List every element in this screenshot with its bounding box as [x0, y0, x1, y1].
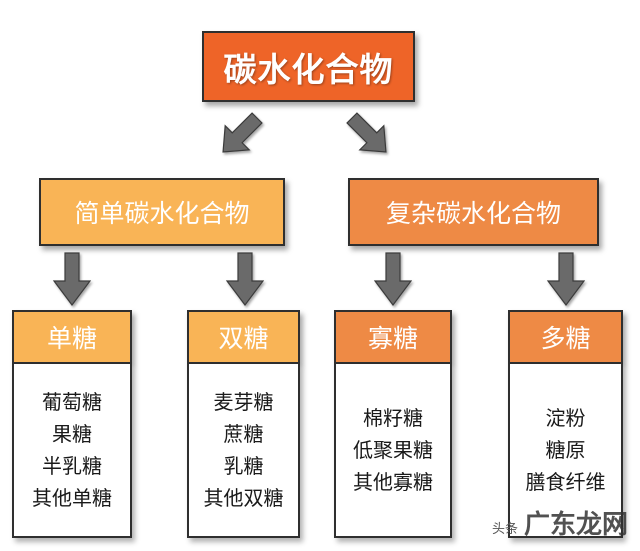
category-simple-carbohydrates: 简单碳水化合物 — [39, 178, 285, 246]
category-label: 复杂碳水化合物 — [385, 199, 561, 228]
group-header-polysaccharides: 多糖 — [508, 310, 623, 364]
arrow-down-left-icon — [222, 112, 263, 153]
list-item: 乳糖 — [223, 454, 264, 478]
list-item: 麦芽糖 — [213, 390, 274, 414]
arrow-down-right-icon — [346, 112, 387, 153]
root-node: 碳水化合物 — [202, 31, 415, 102]
group-list-polysaccharides: 淀粉 糖原 膳食纤维 — [508, 364, 623, 538]
arrow-down-icon — [373, 252, 413, 306]
group-label: 双糖 — [218, 324, 269, 353]
list-item: 其他双糖 — [203, 486, 284, 510]
group-list-disaccharides: 麦芽糖 蔗糖 乳糖 其他双糖 — [187, 364, 300, 538]
list-item: 棉籽糖 — [363, 406, 423, 430]
list-item: 膳食纤维 — [525, 470, 606, 494]
group-header-disaccharides: 双糖 — [187, 310, 300, 364]
list-item: 其他单糖 — [32, 486, 112, 510]
category-complex-carbohydrates: 复杂碳水化合物 — [348, 178, 599, 246]
list-item: 其他寡糖 — [353, 470, 433, 494]
group-header-oligosaccharides: 寡糖 — [334, 310, 452, 364]
list-item: 低聚果糖 — [353, 438, 433, 462]
group-label: 多糖 — [540, 324, 591, 353]
group-list-oligosaccharides: 棉籽糖 低聚果糖 其他寡糖 — [334, 364, 452, 538]
group-label: 寡糖 — [367, 324, 418, 353]
arrow-down-icon — [52, 252, 92, 306]
watermark: 头条 广东龙网 — [492, 504, 628, 541]
category-label: 简单碳水化合物 — [74, 199, 250, 228]
arrow-down-icon — [225, 252, 265, 306]
watermark-small-text: 头条 — [491, 522, 518, 537]
list-item: 果糖 — [52, 422, 92, 446]
list-item: 淀粉 — [545, 406, 586, 430]
list-item: 蔗糖 — [223, 422, 264, 446]
root-label: 碳水化合物 — [223, 49, 394, 89]
group-header-monosaccharides: 单糖 — [12, 310, 132, 364]
list-item: 半乳糖 — [42, 454, 102, 478]
group-list-monosaccharides: 葡萄糖 果糖 半乳糖 其他单糖 — [12, 364, 132, 538]
group-label: 单糖 — [46, 324, 97, 353]
list-item: 葡萄糖 — [42, 390, 102, 414]
list-item: 糖原 — [545, 438, 586, 462]
arrow-down-icon — [546, 252, 586, 306]
watermark-large-text: 广东龙网 — [523, 510, 628, 540]
